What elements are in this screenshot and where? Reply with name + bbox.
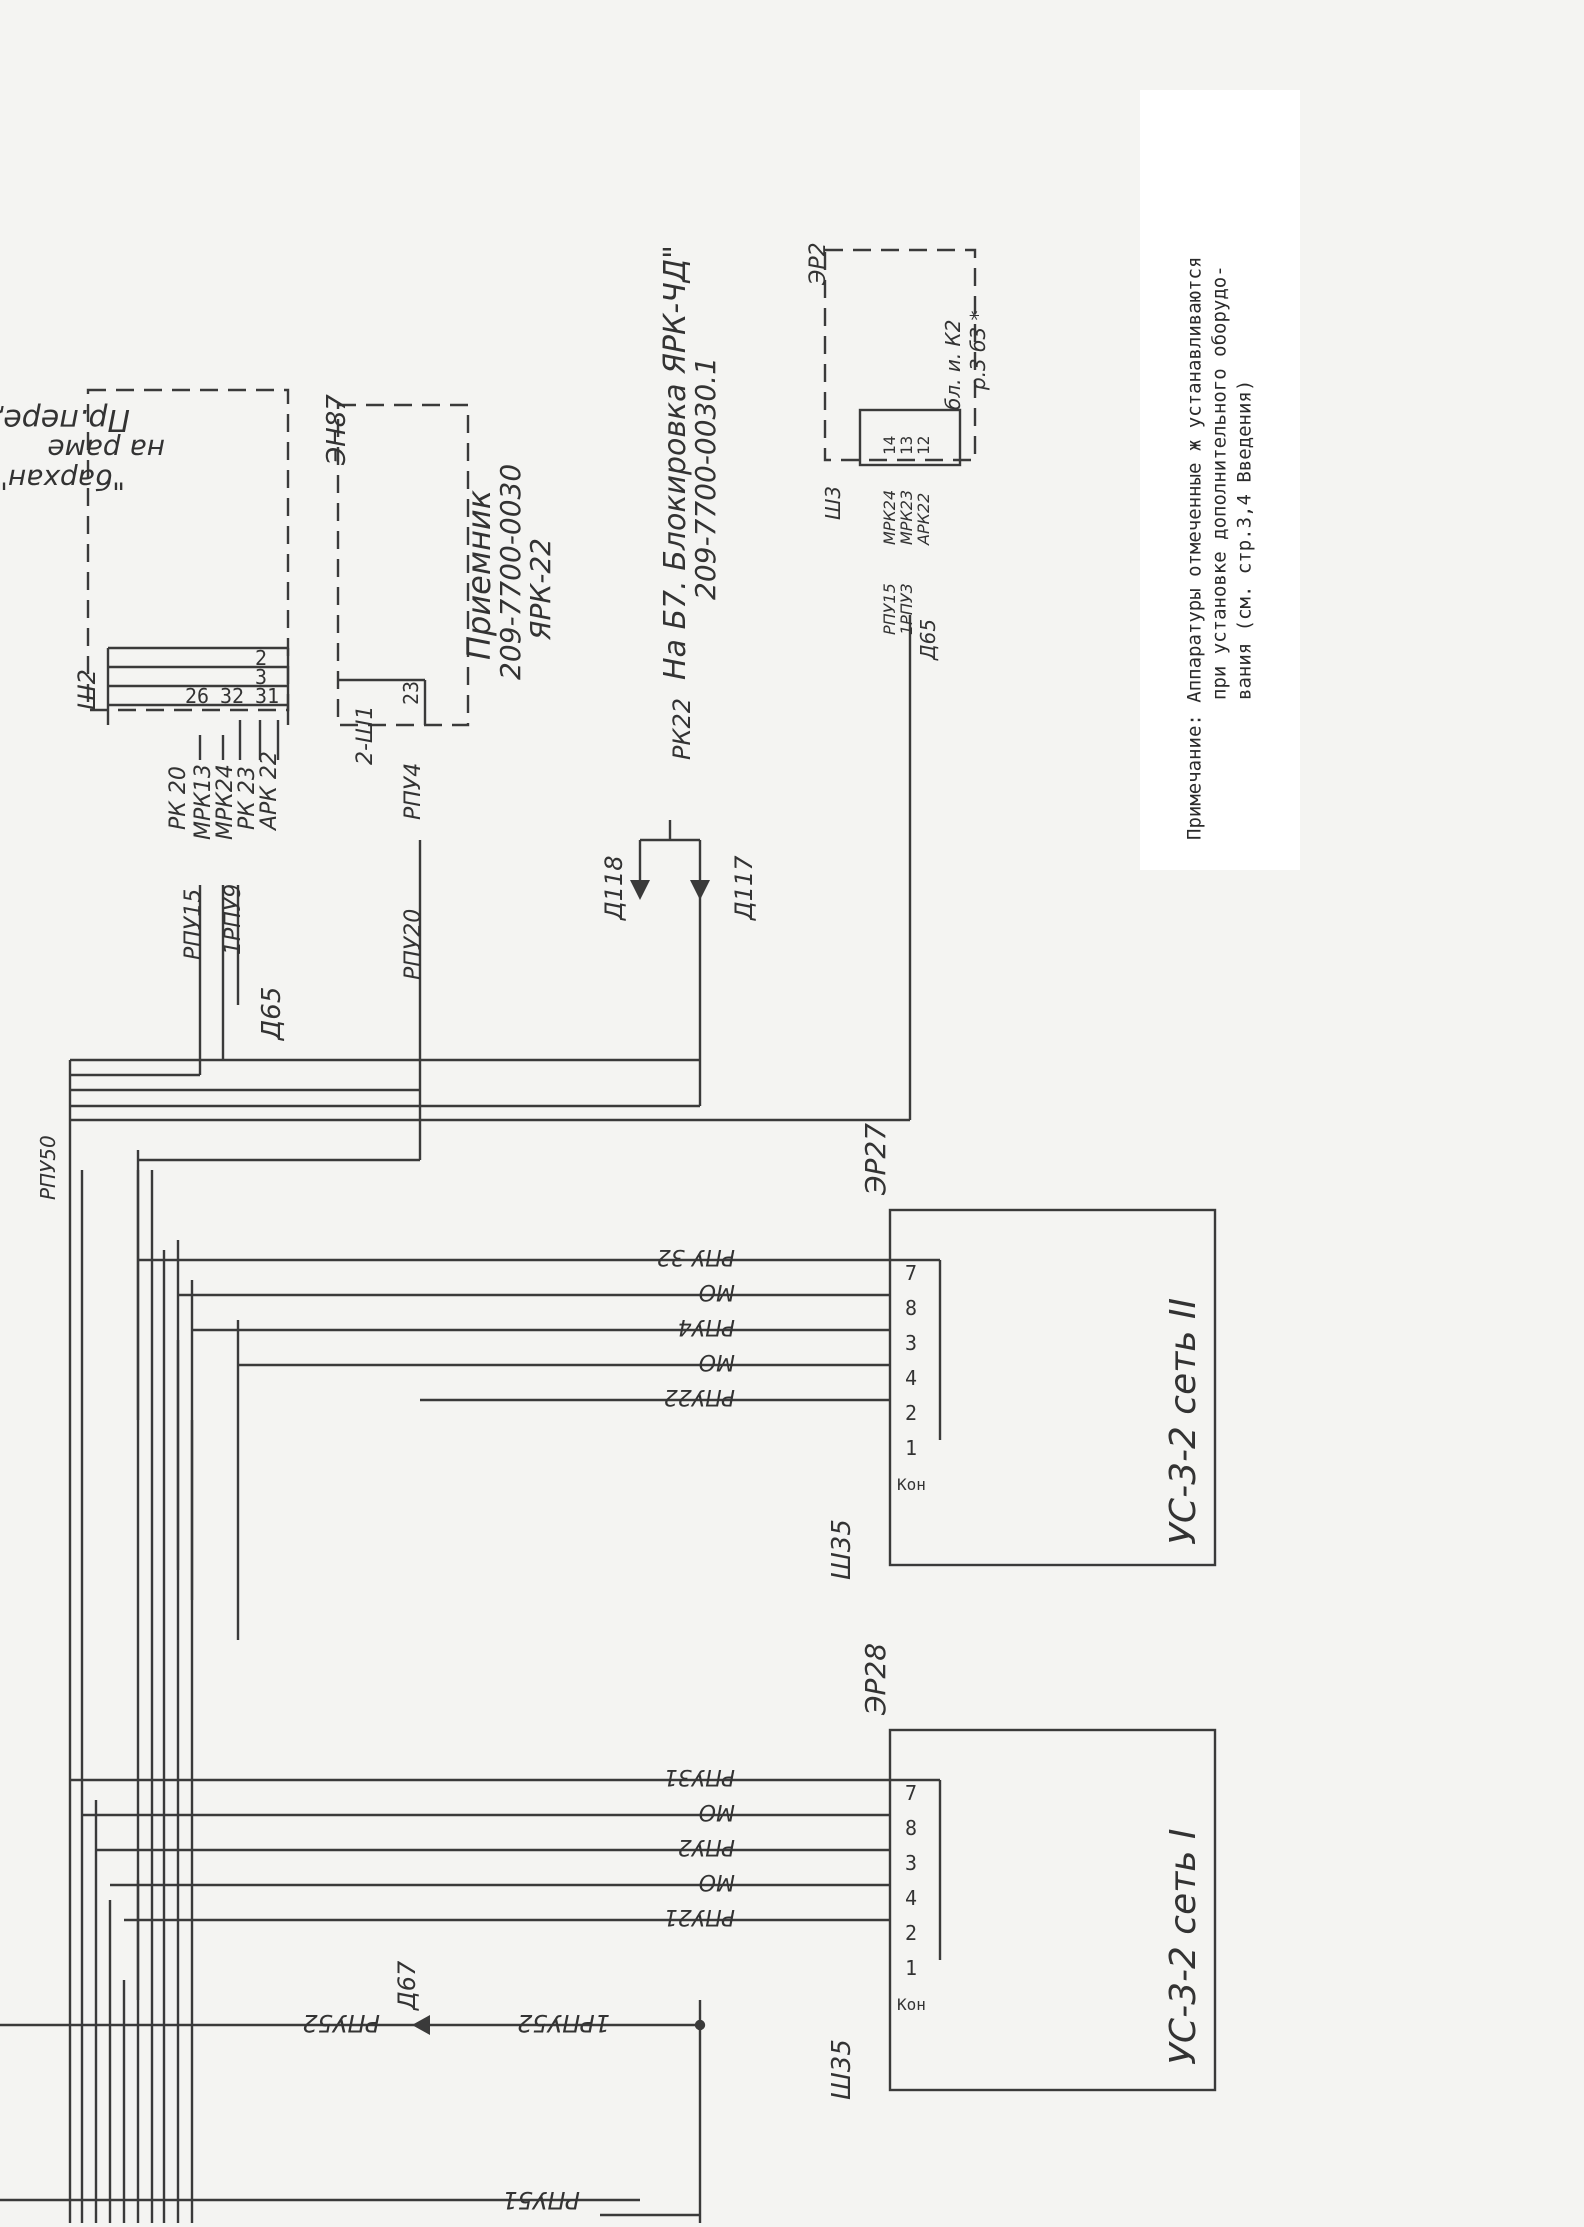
er27-pin-4: 2 [905, 1401, 917, 1425]
top-unit-wire-0: РК 20 [166, 766, 191, 830]
er28-pin-4: 2 [905, 1921, 917, 1945]
er2-ref: ЭР2 [806, 242, 831, 286]
er27-ref: ЭР27 [859, 1123, 892, 1196]
note-text: Примечание: Аппаратуры отмеченные ж уста… [1183, 120, 1258, 840]
er2-pin-0: 14 [880, 436, 899, 455]
er27-pin-2: 3 [905, 1331, 917, 1355]
er28-wire-3: МО [699, 1869, 735, 1894]
receiver-number: 209-7700-0030 [494, 464, 527, 680]
receiver-wire2: РПУ20 [401, 909, 426, 980]
er28-wire-1: МО [699, 1799, 735, 1824]
er28-pin-1: 8 [905, 1816, 917, 1840]
er2-wire-1: МРК23 [897, 490, 916, 545]
er27-connector: Ш35 [827, 1519, 857, 1580]
receiver-wire: РПУ4 [401, 763, 426, 820]
er2-connector: Ш3 [821, 486, 845, 520]
top-unit-pin-2: 31 [255, 684, 279, 708]
top-unit-pin-1: 3 [255, 665, 267, 689]
top-unit-connector: Ш2 [73, 669, 101, 710]
er28-pin-3: 4 [905, 1886, 917, 1910]
blocking-diode-1: Д117 [730, 855, 758, 921]
er28-wire-2: РПУ2 [678, 1834, 735, 1859]
top-unit-feed-1: 1РПУ9 [221, 884, 246, 955]
er28-pin-0: 7 [905, 1781, 917, 1805]
er2-pin-2: 12 [914, 436, 933, 455]
receiver-ref: ЭН87 [322, 394, 352, 466]
note-panel: Примечание: Аппаратуры отмеченные ж уста… [1140, 90, 1300, 870]
receiver-connector: 2-Ш1 [353, 706, 378, 765]
er2-pin-1: 13 [897, 436, 916, 455]
er27-pin-1: 8 [905, 1296, 917, 1320]
top-unit-wire-4: АРК 22 [257, 751, 282, 832]
blocking-label: На Б7. Блокировка ЯРК-ЧД" [658, 245, 693, 680]
er28-connector: Ш35 [827, 2039, 857, 2100]
er27-wire-1: МО [699, 1279, 735, 1304]
top-unit-wire-2: МРК24 [213, 764, 238, 840]
top-unit-subtitle: на раме [47, 433, 165, 466]
top-unit-wire-3: РК 23 [235, 766, 260, 830]
top-unit-title: Пр.передатчик [0, 402, 130, 437]
top-unit-pin-4: 26 [185, 684, 209, 708]
bottom-wire-right: 1РПУ52 [517, 2009, 610, 2037]
bottom-diode: Д67 [393, 1960, 421, 2011]
note-line: вания (см. стр.3,4 Введения) [1233, 379, 1256, 700]
er28-pin-2: 3 [905, 1851, 917, 1875]
er2-wire-0: МРК24 [880, 490, 899, 545]
blocking-number: 209-7700-0030.1 [689, 357, 722, 600]
note-line: при установке дополнительного оборудо- [1208, 265, 1231, 700]
er2-label2: р.3 б3 * [966, 310, 990, 391]
er28-pin-6: Кон [897, 1995, 926, 2014]
er28-wire-4: РПУ21 [664, 1904, 735, 1929]
er2-wire-2: АРК22 [914, 493, 933, 546]
top-unit-feed-0: РПУ15 [181, 889, 206, 960]
er28-wire-0: РПУ31 [664, 1764, 735, 1789]
receiver-title: Приемник [460, 489, 498, 660]
er28-title: УС-3-2 сеть I [1163, 1829, 1204, 2066]
er27-title: УС-3-2 сеть II [1163, 1298, 1204, 1545]
er28-ref: ЭР28 [859, 1643, 892, 1716]
er27-wire-4: РПУ22 [664, 1384, 735, 1409]
top-unit-subtitle2: "бархан"(I) [0, 463, 125, 496]
receiver-type: ЯРК-22 [524, 538, 557, 641]
er27-pin-3: 4 [905, 1366, 917, 1390]
blocking-wire: РК22 [668, 698, 696, 760]
top-unit-feed-2: Д65 [257, 987, 287, 1041]
top-unit-pin-0: 2 [255, 646, 267, 670]
top-unit-wire-1: МРК13 [191, 764, 216, 840]
er27-pin-6: Кон [897, 1475, 926, 1494]
receiver-pin: 23 [399, 681, 423, 705]
er2-feed-2: Д65 [916, 619, 940, 661]
note-line: Примечание: Аппаратуры отмеченные ж уста… [1183, 256, 1206, 840]
blocking-diode-0: Д118 [600, 855, 628, 921]
er27-pin-0: 7 [905, 1261, 917, 1285]
er27-wire-2: РПУ4 [678, 1314, 735, 1339]
er27-wire-3: МО [699, 1349, 735, 1374]
bottom-wire-left: РПУ52 [302, 2009, 380, 2037]
left-fragment: РПУ50 [36, 1135, 60, 1200]
er28-pin-5: 1 [905, 1956, 917, 1980]
er27-wire-0: РПУ 32 [657, 1244, 735, 1269]
top-unit-pin-3: 32 [220, 684, 244, 708]
bottom-wire-edge: РПУ51 [502, 2186, 580, 2214]
er2-feed-1: 1РПУ3 [897, 583, 916, 635]
er2-label: бл. и. К2 [941, 320, 965, 410]
er2-feed-0: РПУ15 [880, 583, 899, 635]
er27-pin-5: 1 [905, 1436, 917, 1460]
